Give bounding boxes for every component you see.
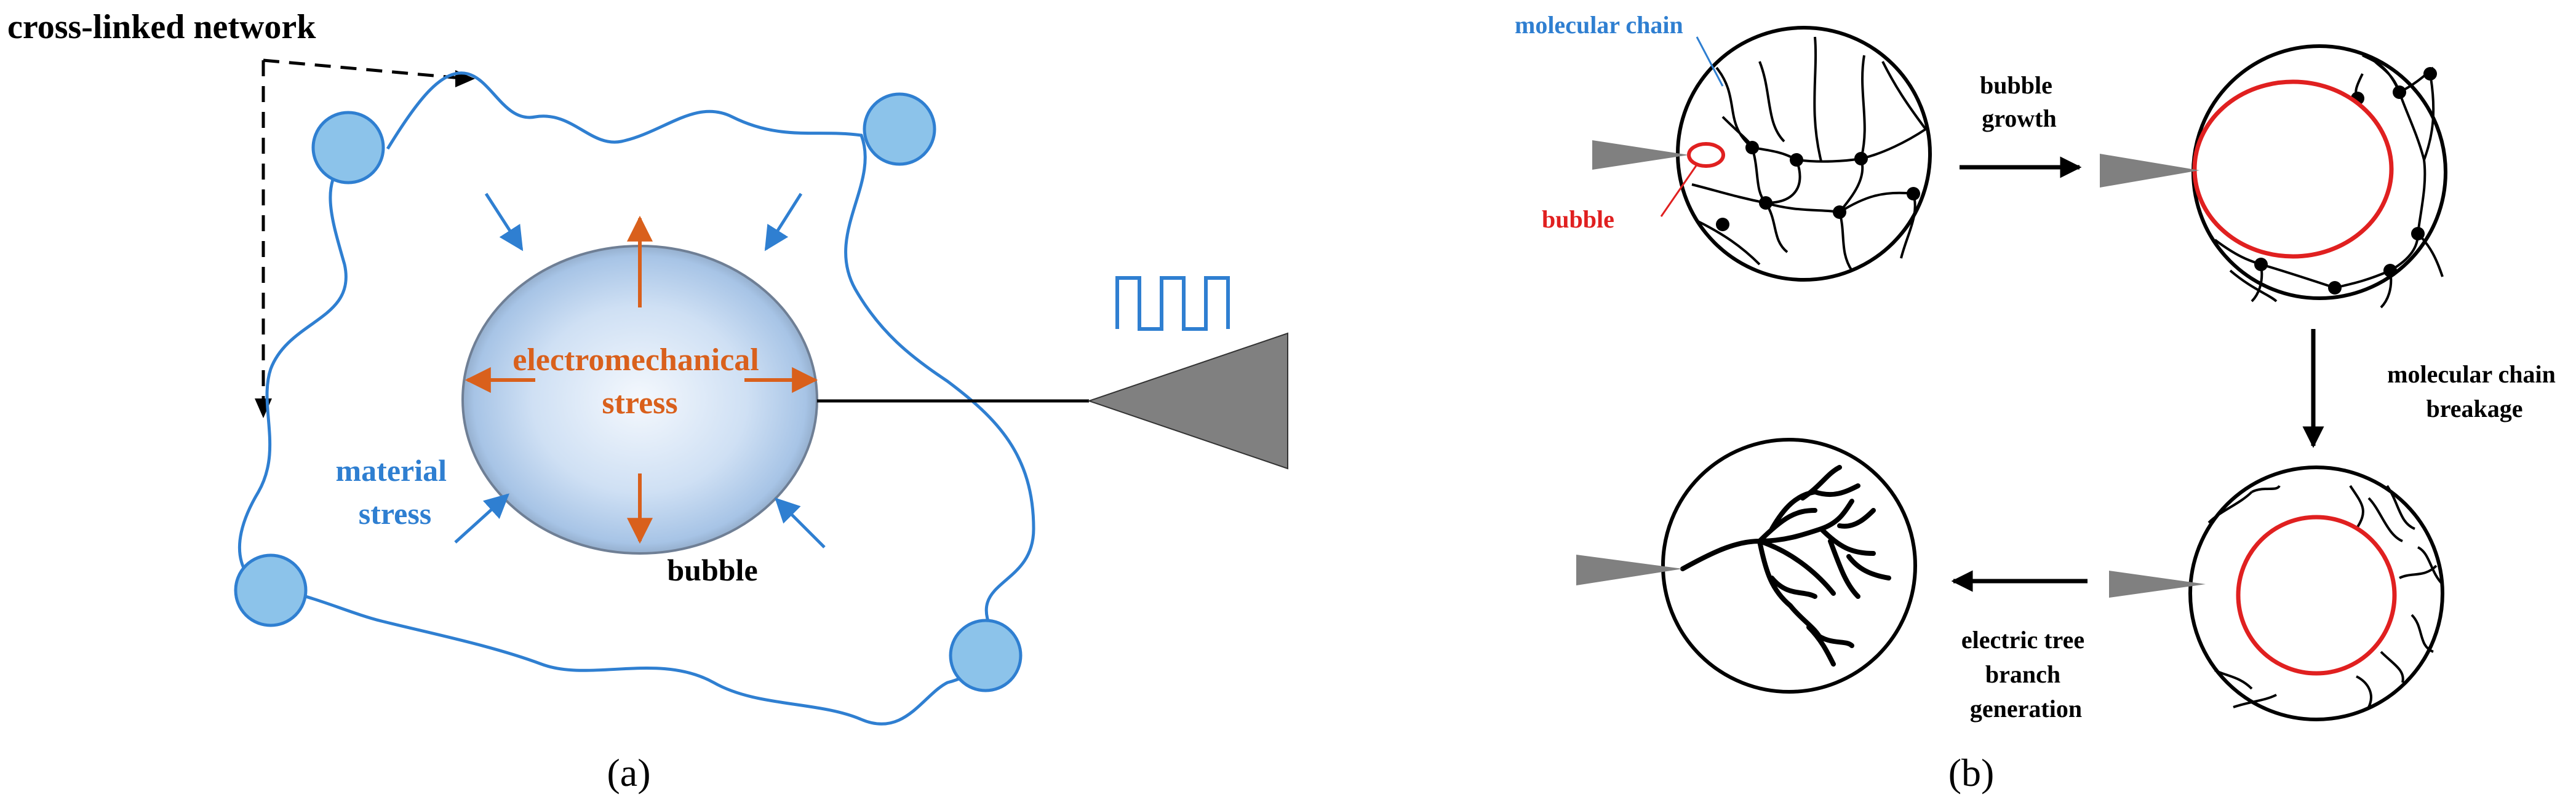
network-pointer-arrow	[261, 58, 468, 412]
molecular-chain-label: molecular chain	[1515, 11, 1683, 39]
triangle-needle-icon	[1087, 332, 1288, 470]
electric-tree-branches	[1680, 465, 1891, 667]
small-bubble-leader	[1660, 162, 1699, 217]
stage-chain-breakage	[2109, 465, 2444, 721]
material-stress-arrow	[775, 497, 826, 549]
material-stress-label: material stress	[336, 453, 455, 531]
stage-initial-network	[1592, 26, 1932, 282]
panel-a-caption: (a)	[607, 751, 650, 794]
stage-electric-tree	[1576, 438, 1917, 694]
grown-bubble	[2192, 79, 2394, 259]
panel-a: cross-linked network electromechanical s…	[7, 8, 1288, 794]
molecular-chain-lines	[2214, 54, 2444, 309]
cross-linked-network-label: cross-linked network	[7, 8, 316, 46]
molecular-chain-lines	[1691, 36, 1927, 272]
crosslink-node	[311, 111, 385, 184]
triangle-needle-icon	[1576, 555, 1683, 585]
material-stress-arrow	[454, 493, 509, 544]
grown-bubble	[2236, 515, 2397, 676]
crosslink-node	[234, 553, 308, 627]
panel-b-caption: (b)	[1948, 751, 1995, 794]
bubble-label: bubble	[667, 553, 757, 587]
triangle-needle-icon	[2109, 571, 2206, 598]
molecular-chain-leader	[1696, 36, 1724, 87]
crosslink-node	[863, 92, 936, 166]
small-bubble	[1687, 142, 1725, 168]
step-bubble-growth-label: bubble growth	[1980, 71, 2059, 132]
square-wave-icon	[1115, 276, 1230, 331]
triangle-needle-icon	[2100, 154, 2199, 188]
step-tree-generation-label: electric tree branch generation	[1961, 626, 2091, 723]
panel-b: molecular chain bubble bubble growth	[1515, 11, 2562, 794]
stage-bubble-growth	[2100, 44, 2447, 309]
small-bubble-label: bubble	[1542, 205, 1614, 233]
broken-chain-fragments	[2207, 485, 2444, 708]
electromechanical-stress-label: electromechanical stress	[512, 343, 767, 421]
material-stress-arrow	[484, 192, 524, 252]
triangle-needle-icon	[1592, 140, 1689, 170]
material-stress-arrow	[764, 192, 803, 252]
step-chain-breakage-label: molecular chain breakage	[2387, 360, 2562, 422]
crosslink-node	[949, 619, 1023, 692]
